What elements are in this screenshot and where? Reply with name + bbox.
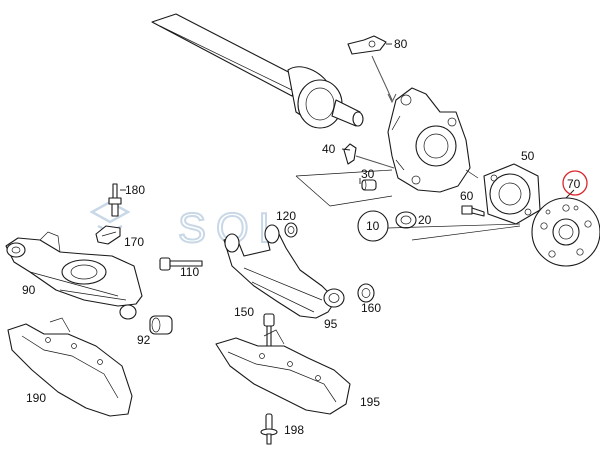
label-30: 30 xyxy=(361,167,375,181)
link-bushing-part xyxy=(357,283,375,303)
label-110: 110 xyxy=(180,265,199,279)
label-60: 60 xyxy=(460,189,474,203)
label-195: 195 xyxy=(360,395,380,409)
arm-bolt-part xyxy=(159,257,203,271)
label-20: 20 xyxy=(418,213,432,227)
label-10: 10 xyxy=(366,219,380,233)
knuckle-bushing-part xyxy=(359,178,377,191)
label-90: 90 xyxy=(22,283,36,297)
steering-knuckle xyxy=(387,87,471,193)
projection-lines xyxy=(295,169,521,241)
hose-bracket-part xyxy=(341,143,395,169)
left-arm-cover-part xyxy=(7,317,133,417)
label-40: 40 xyxy=(322,142,336,156)
lower-arm-bushing-part xyxy=(149,315,173,335)
link-bolt-part xyxy=(263,313,275,349)
bearing-bolt-part xyxy=(461,205,485,217)
ball-joint-bushing-part xyxy=(395,211,417,229)
label-50: 50 xyxy=(521,149,535,163)
label-180: 180 xyxy=(125,183,145,197)
label-95: 95 xyxy=(324,317,338,331)
label-70: 70 xyxy=(567,177,581,191)
small-bushing-part xyxy=(284,222,298,238)
spring-link-arm-part xyxy=(223,224,345,319)
label-170: 170 xyxy=(124,235,144,249)
sensor-bracket-part xyxy=(95,225,121,245)
label-198: 198 xyxy=(284,423,304,437)
drive-shaft xyxy=(151,13,364,129)
part-labels: 80 40 30 10 20 50 60 70 180 170 120 110 … xyxy=(22,37,581,437)
label-92: 92 xyxy=(137,333,151,347)
label-190: 190 xyxy=(26,391,46,405)
label-80: 80 xyxy=(394,37,408,51)
wheel-hub-part xyxy=(531,170,600,267)
right-arm-cover-part xyxy=(215,329,351,415)
bracket-clip-part xyxy=(347,35,397,104)
sensor-bolt-part xyxy=(108,183,126,217)
wheel-bearing-part xyxy=(483,163,541,225)
label-120: 120 xyxy=(276,209,296,223)
knuckle-callout xyxy=(357,210,389,242)
plastic-clip-part xyxy=(260,413,278,445)
lower-control-arm-part xyxy=(5,231,143,320)
highlight-circle xyxy=(562,170,588,196)
label-150: 150 xyxy=(234,305,254,319)
watermark: SOL xyxy=(89,200,283,252)
label-160: 160 xyxy=(361,301,381,315)
